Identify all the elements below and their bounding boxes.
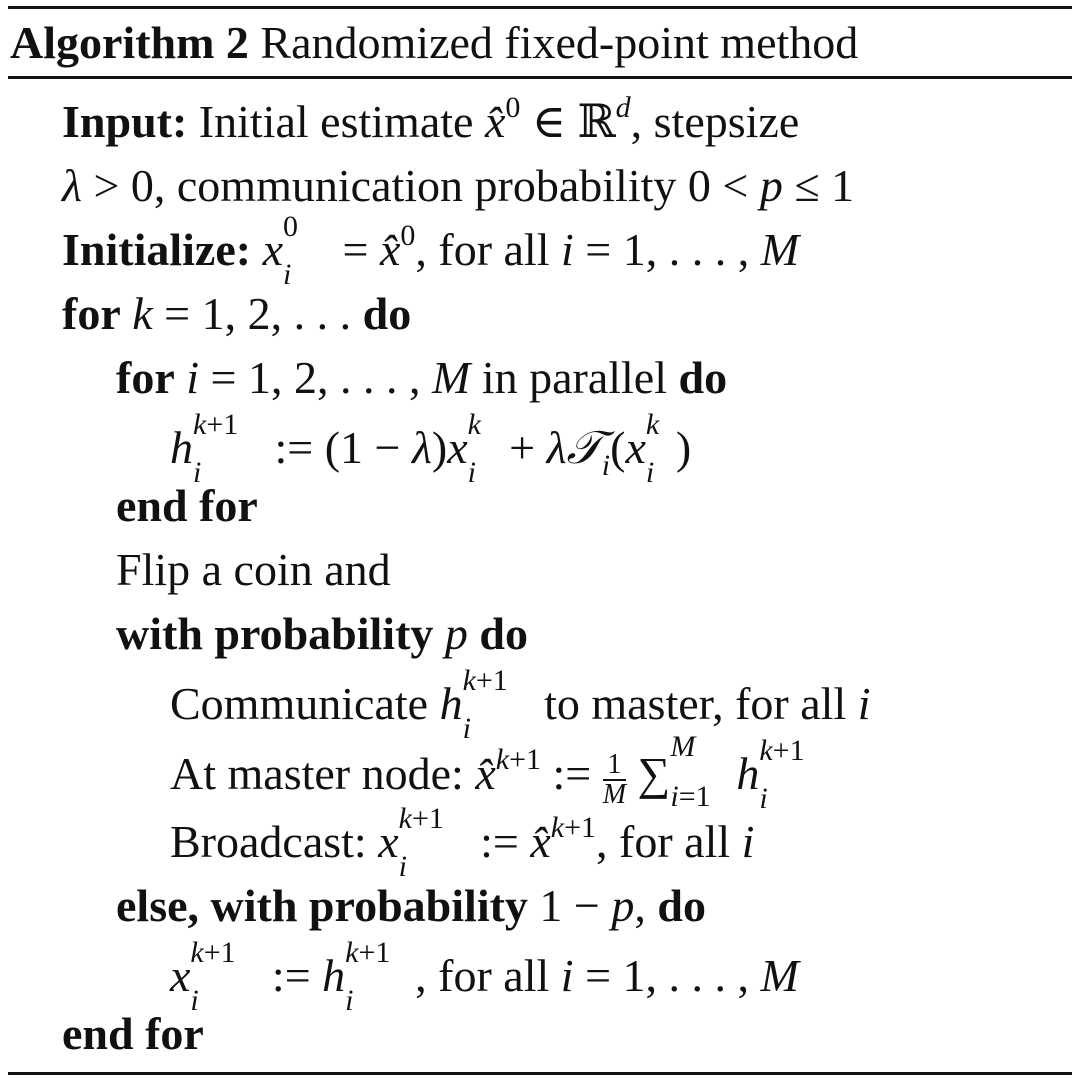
broadcast-text-b: , for all [596,816,731,867]
math-one-minus-p: 1 − p, [539,880,646,931]
kw-for-inner: for [116,352,175,403]
algo-line-flip: Flip a coin and [116,538,391,602]
algo-line-for-k: for k = 1, 2, . . . do [62,282,411,346]
algo-line-input-cont: λ > 0, communication probability 0 < p ≤… [62,154,854,218]
math-in-rd: ∈ ℝd [531,91,631,148]
kw-end-for-outer: end for [62,1008,204,1059]
algo-line-end-for-inner: end for [116,474,258,538]
math-i-parallel-range: i = 1, 2, . . . , M [186,352,471,403]
kw-else-with-probability: else, with probability [116,880,528,931]
kw-with-probability: with probability [116,608,434,659]
algo-line-else: else, with probability 1 − p, do [116,874,706,938]
bottom-rule [8,1072,1072,1075]
math-i-comm: i [857,678,871,729]
init-text: , for all [415,224,550,275]
math-i-final-range: i = 1, . . . , M [560,950,799,1001]
kw-do-prob: do [479,608,528,659]
communicate-text-b: to master, for all [544,678,847,729]
final-text-b: , for all [415,950,550,1001]
kw-do-inner: do [678,352,728,403]
input-text-c: , communication probability [153,160,677,211]
kw-do: do [362,288,412,339]
kw-initialize: Initialize: [62,224,252,275]
math-p: p [444,608,468,659]
algorithm-title: Randomized fixed-point method [260,17,859,68]
kw-in-parallel: in parallel [481,352,668,403]
caption-rule [8,76,1072,79]
algo-line-input: Input: Initial estimate x̂0 ∈ ℝd, stepsi… [62,90,799,154]
math-i-broadcast: i [741,816,755,867]
kw-input: Input: [62,96,188,147]
kw-do-else: do [657,880,706,931]
broadcast-text-a: Broadcast: [170,816,367,867]
input-text-a: Initial estimate [198,96,474,147]
math-x-hat-0: x̂0 [484,91,521,148]
input-text-b: , stepsize [630,96,800,147]
math-gt-zero: > 0 [93,160,154,211]
algorithm-caption: Algorithm 2 Randomized fixed-point metho… [10,14,858,72]
communicate-text-a: Communicate [170,678,429,729]
flip-text: Flip a coin and [116,544,391,595]
algo-line-end-for-outer: end for [62,1002,204,1066]
math-i-range: i = 1, . . . , M [561,224,800,275]
math-k-range: k = 1, 2, . . . [132,288,352,339]
math-p-range: 0 < p ≤ 1 [687,160,855,211]
algo-line-for-i: for i = 1, 2, . . . , M in parallel do [116,346,727,410]
algorithm-label: Algorithm 2 [10,17,249,68]
kw-end-for-inner: end for [116,480,258,531]
master-text-a: At master node: [170,748,464,799]
math-lambda-positive: λ [62,160,82,211]
algo-line-with-prob: with probability p do [116,602,528,666]
top-rule [8,6,1072,9]
kw-for: for [62,288,121,339]
